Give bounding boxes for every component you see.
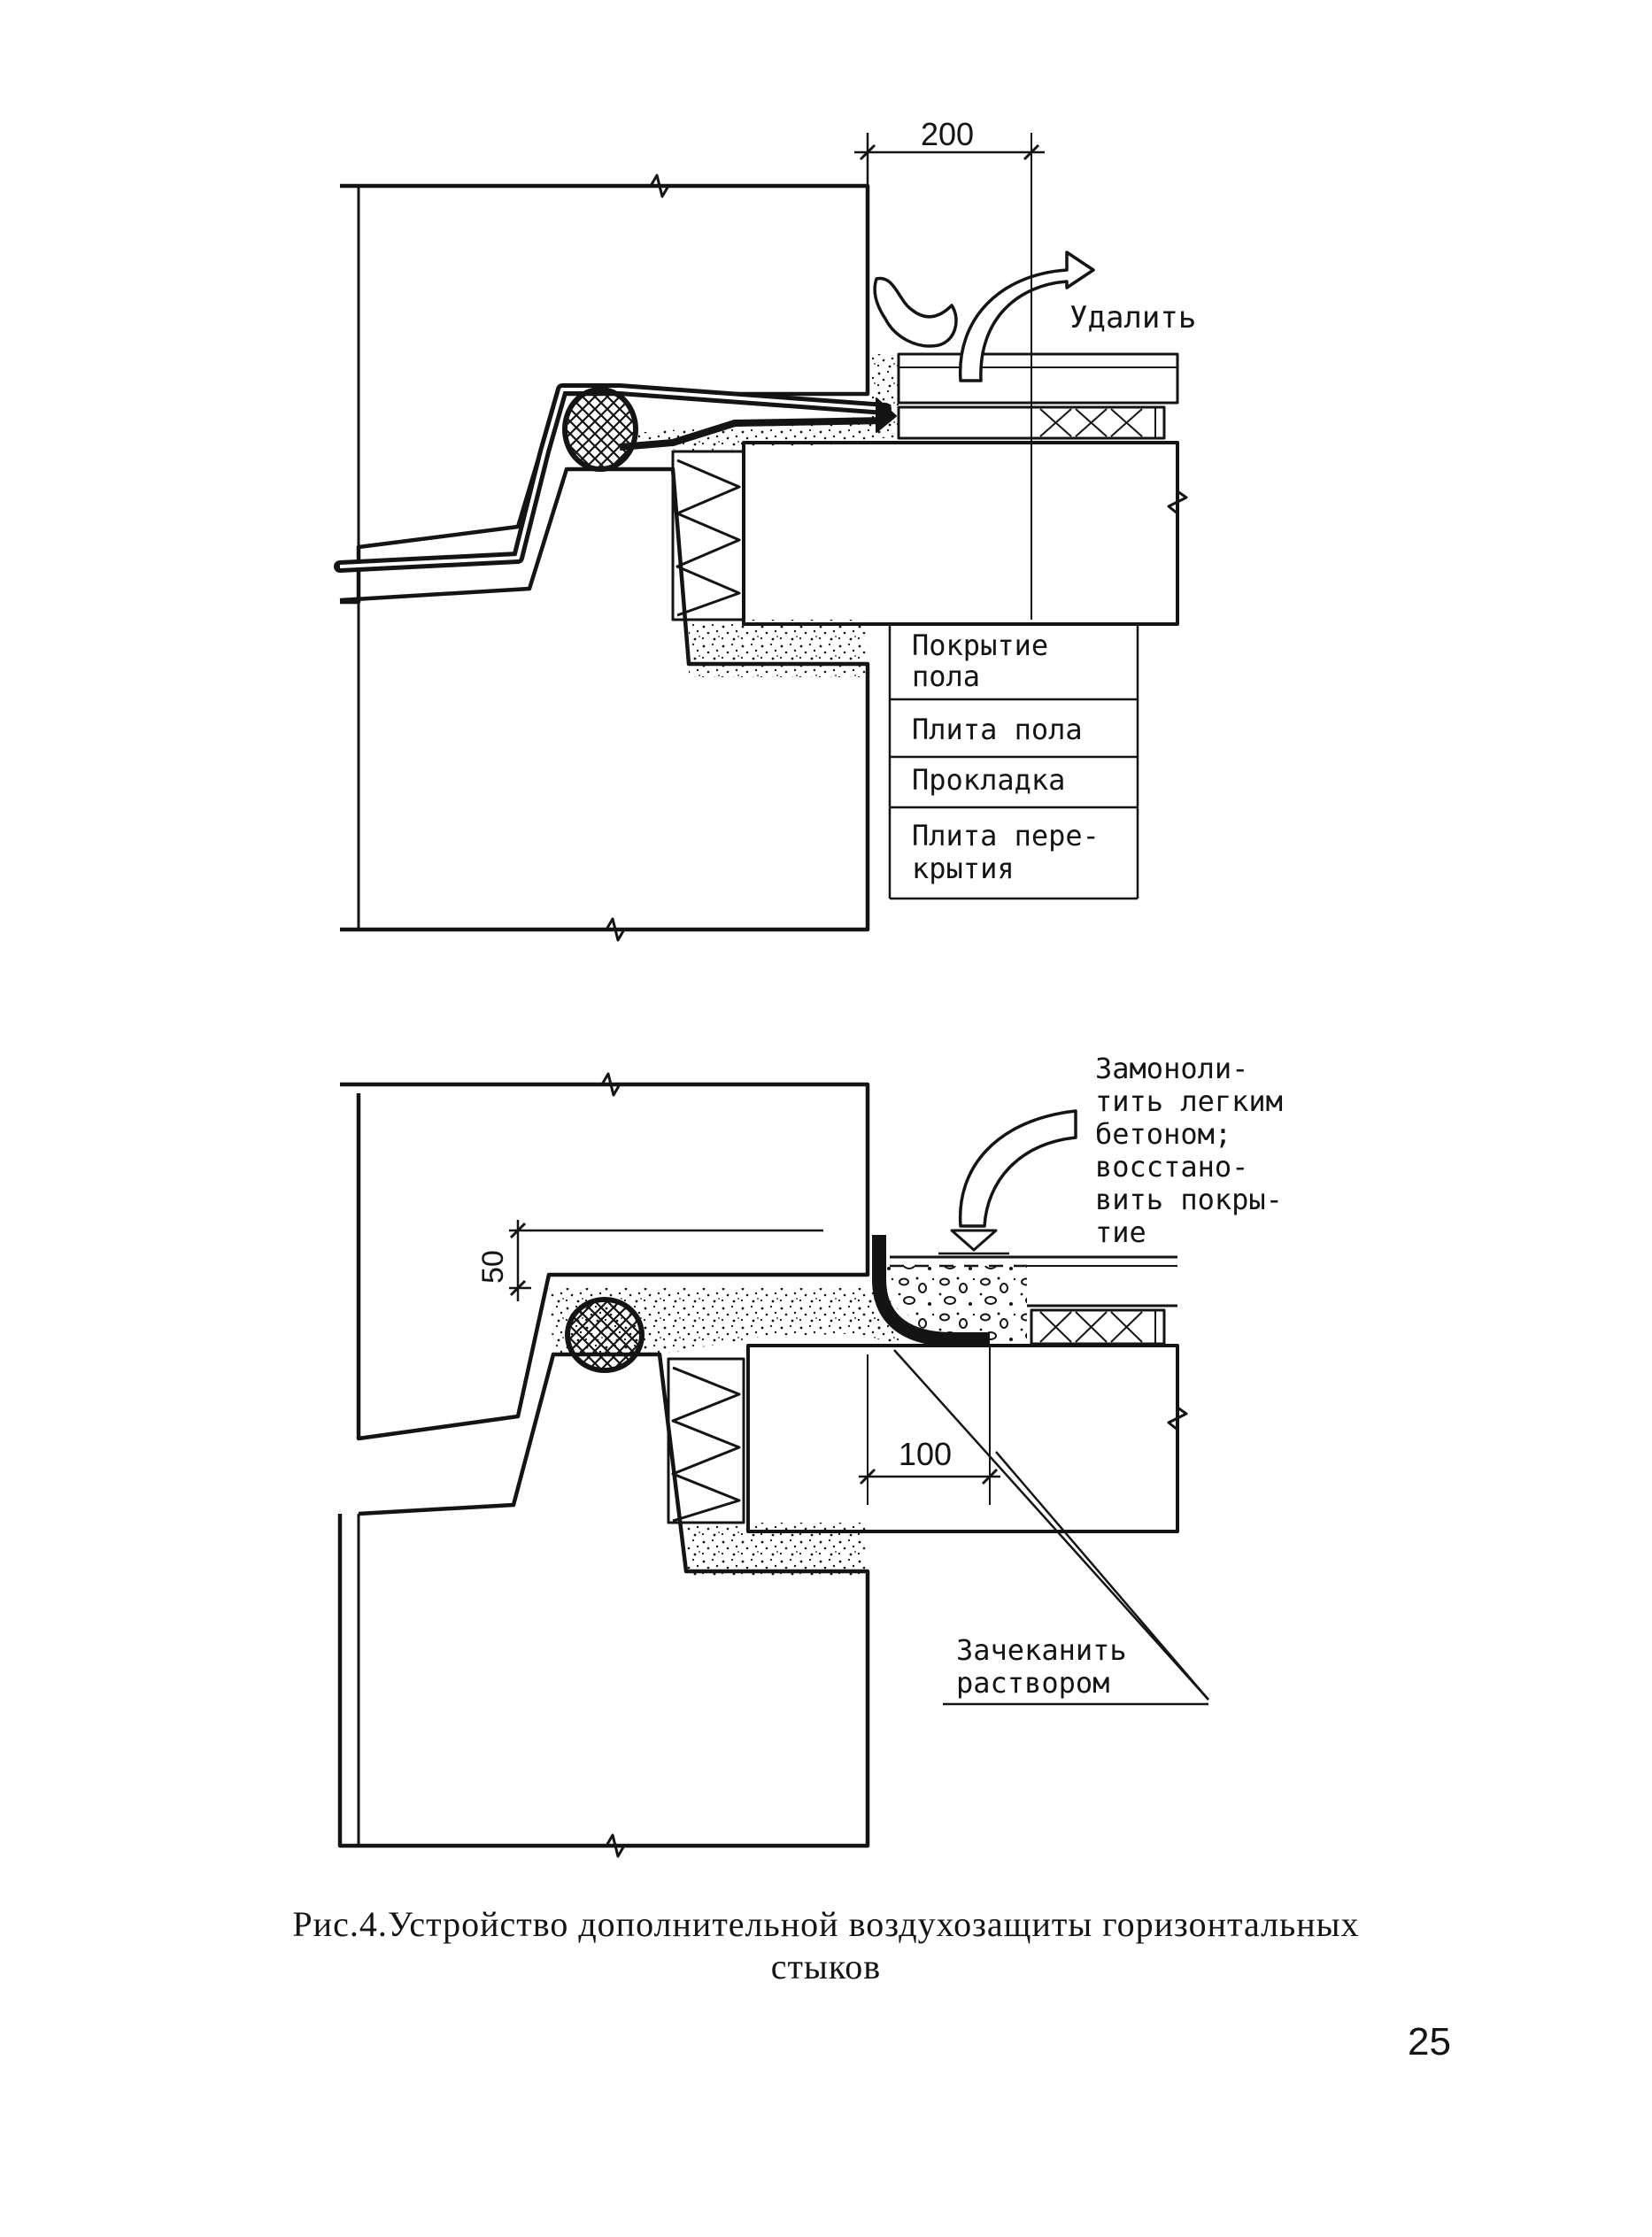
layer-floor-panel-1: Плита пере-	[912, 819, 1100, 852]
mortar-fill-top	[689, 620, 868, 677]
note-concrete-3: бетоном;	[1095, 1117, 1231, 1151]
dim-50-label: 50	[476, 1250, 510, 1284]
sealant-rod-bottom	[565, 1297, 645, 1373]
slab-break-top	[1167, 443, 1188, 624]
note-concrete-2: тить легким	[1095, 1084, 1283, 1118]
sealant-rod-top	[562, 387, 638, 472]
air-barrier-tape-inner	[339, 388, 886, 568]
mortar-fill-bottom	[686, 1523, 868, 1576]
dim-tick-left	[859, 143, 876, 161]
insulation-zigzag-top	[675, 459, 741, 617]
figure-caption-line2: стыков	[770, 1947, 882, 1986]
lower-wall-panel	[339, 467, 870, 932]
concrete-infill	[885, 1266, 1027, 1344]
upper-wall-panel-2	[340, 1082, 870, 1441]
note-concrete-1: Замоноли-	[1095, 1052, 1248, 1085]
dim100-tick-left	[859, 1468, 876, 1485]
caulk-leader-1	[893, 1349, 1209, 1701]
floor-covering-top	[897, 352, 1179, 405]
air-barrier-tape-lower	[619, 417, 886, 451]
slab-break-bottom	[1167, 1346, 1188, 1531]
gasket-hatch-bottom	[1039, 1311, 1143, 1343]
caulk-leader-2	[995, 1451, 1209, 1701]
layer-floor-slab: Плита пола	[912, 713, 1083, 746]
dim-200-label: 200	[921, 116, 974, 152]
layer-gasket: Прокладка	[912, 763, 1065, 797]
insulation-zigzag-bottom	[671, 1366, 741, 1523]
figure-caption-line1: Рис.4.Устройство дополнительной воздухоз…	[292, 1904, 1360, 1944]
level-marker	[950, 1229, 998, 1252]
note-caulk-1: Зачеканить	[956, 1633, 1127, 1667]
bottom-figure	[337, 1072, 1209, 1858]
air-barrier-bent	[872, 1235, 990, 1346]
tape-arrow-head	[876, 397, 897, 433]
remove-label: Удалить	[1069, 300, 1196, 336]
dim50-tick-top	[509, 1222, 527, 1239]
page-number: 25	[1408, 2020, 1451, 2063]
break-line-top	[340, 174, 868, 198]
layer-floor-panel-2: крытия	[912, 852, 1015, 885]
layer-floor-covering-2: пола	[912, 660, 980, 693]
floor-slab-top	[742, 441, 1179, 626]
note-concrete-5: вить покры-	[1095, 1183, 1283, 1216]
gasket-bottom	[1030, 1308, 1166, 1346]
removed-fragment	[873, 276, 958, 348]
dim100-tick-right	[981, 1468, 999, 1485]
note-concrete-4: восстано-	[1095, 1150, 1248, 1184]
concrete-infill-stipple	[850, 1297, 912, 1344]
break-line-bottom-2	[340, 1833, 868, 1858]
dim50-tick-bottom	[509, 1279, 527, 1297]
layer-floor-covering-1: Покрытие	[912, 629, 1048, 662]
floor-slab-bottom	[746, 1344, 1179, 1533]
gasket-hatch-top	[1039, 408, 1143, 437]
dim-tick-right	[1023, 143, 1040, 161]
break-line-top-2	[340, 1072, 868, 1097]
concrete-arrow	[958, 1109, 1077, 1228]
dim-100-label: 100	[899, 1436, 952, 1472]
insulation-block-bottom	[667, 1357, 745, 1524]
break-line-bottom	[340, 917, 868, 942]
remove-arrow	[958, 251, 1095, 382]
note-concrete-6: тие	[1095, 1215, 1146, 1249]
top-figure	[334, 133, 1188, 942]
note-caulk-2: раствором	[956, 1666, 1109, 1700]
